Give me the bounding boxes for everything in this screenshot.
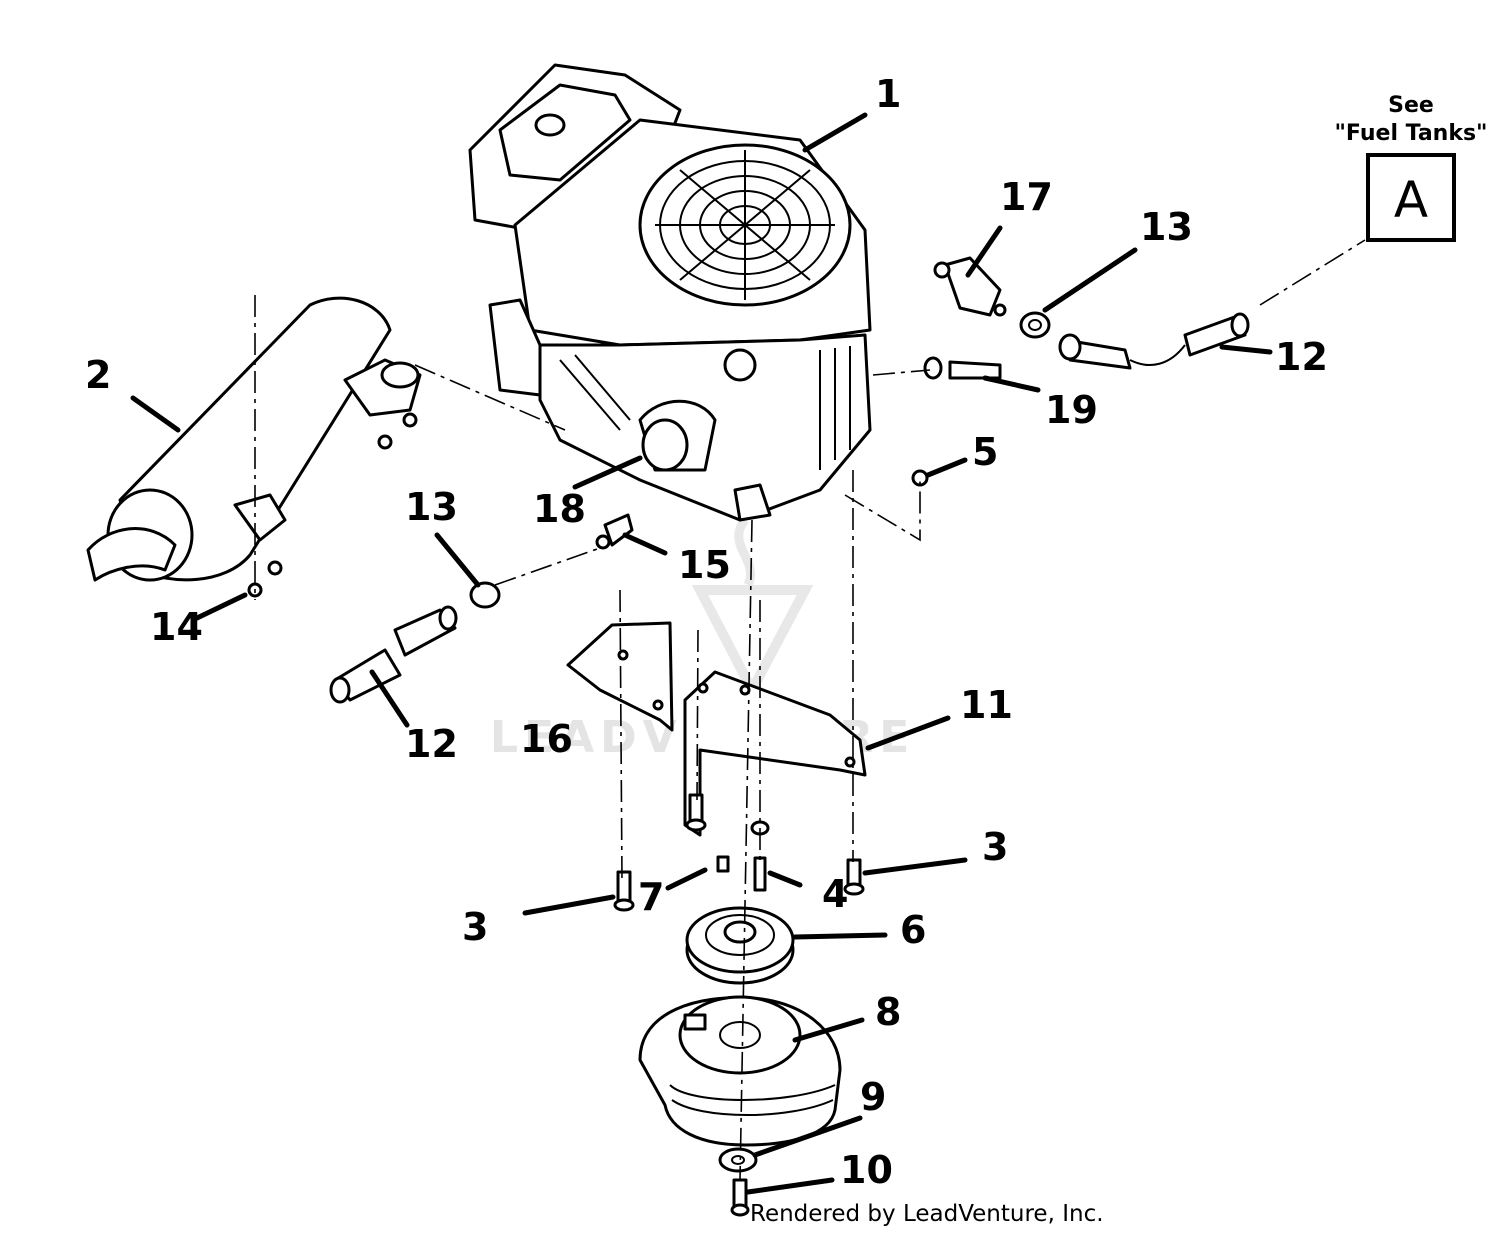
reference-box bbox=[1366, 153, 1456, 242]
engine-part bbox=[468, 63, 872, 522]
callouts: 1 2 3 3 4 5 6 7 8 9 10 11 12 12 13 13 14… bbox=[85, 72, 1328, 1192]
fuel-hose-upper-part bbox=[1058, 312, 1250, 370]
callout-5: 5 bbox=[972, 430, 998, 474]
fuel-tanks-reference[interactable]: See "Fuel Tanks" A bbox=[1334, 93, 1488, 242]
assembly-lines bbox=[254, 239, 1366, 1181]
tee-fitting-part bbox=[595, 513, 634, 550]
callout-10: 10 bbox=[840, 1148, 893, 1192]
callout-13-lower: 13 bbox=[405, 485, 458, 529]
fuel-filter-part bbox=[933, 256, 1007, 317]
callout-18: 18 bbox=[533, 487, 586, 531]
reference-title-text: "Fuel Tanks" bbox=[1334, 121, 1487, 146]
callout-17: 17 bbox=[1000, 175, 1053, 219]
callout-3-right: 3 bbox=[982, 825, 1008, 869]
callout-14: 14 bbox=[150, 605, 203, 649]
clutch-part bbox=[638, 995, 842, 1147]
reference-see-text: See bbox=[1388, 93, 1434, 118]
reference-letter: A bbox=[1394, 171, 1428, 229]
callout-16: 16 bbox=[520, 717, 573, 761]
washer-part bbox=[718, 1147, 758, 1173]
callout-7: 7 bbox=[638, 875, 664, 919]
callout-13-upper: 13 bbox=[1140, 205, 1193, 249]
callout-12-lower: 12 bbox=[405, 722, 458, 766]
callout-19: 19 bbox=[1045, 388, 1098, 432]
callout-1: 1 bbox=[875, 72, 901, 116]
muffler-part bbox=[86, 296, 422, 582]
fuel-hose-lower-part bbox=[329, 605, 458, 704]
leader-lines bbox=[130, 112, 1273, 1195]
render-credit: Rendered by LeadVenture, Inc. bbox=[750, 1201, 1104, 1227]
callout-8: 8 bbox=[875, 990, 901, 1034]
callout-6: 6 bbox=[900, 908, 926, 952]
callout-12-upper: 12 bbox=[1275, 335, 1328, 379]
callout-15: 15 bbox=[678, 543, 731, 587]
hose-clamp-lower-part bbox=[469, 581, 501, 609]
fitting-part bbox=[923, 356, 1002, 380]
pulley-part bbox=[685, 906, 795, 985]
callout-11: 11 bbox=[960, 683, 1013, 727]
callout-3-left: 3 bbox=[462, 905, 488, 949]
hardware-part bbox=[247, 469, 929, 1217]
callout-9: 9 bbox=[860, 1075, 886, 1119]
callout-2: 2 bbox=[85, 353, 111, 397]
hose-clamp-upper-part bbox=[1019, 311, 1051, 339]
callout-4: 4 bbox=[822, 872, 848, 916]
